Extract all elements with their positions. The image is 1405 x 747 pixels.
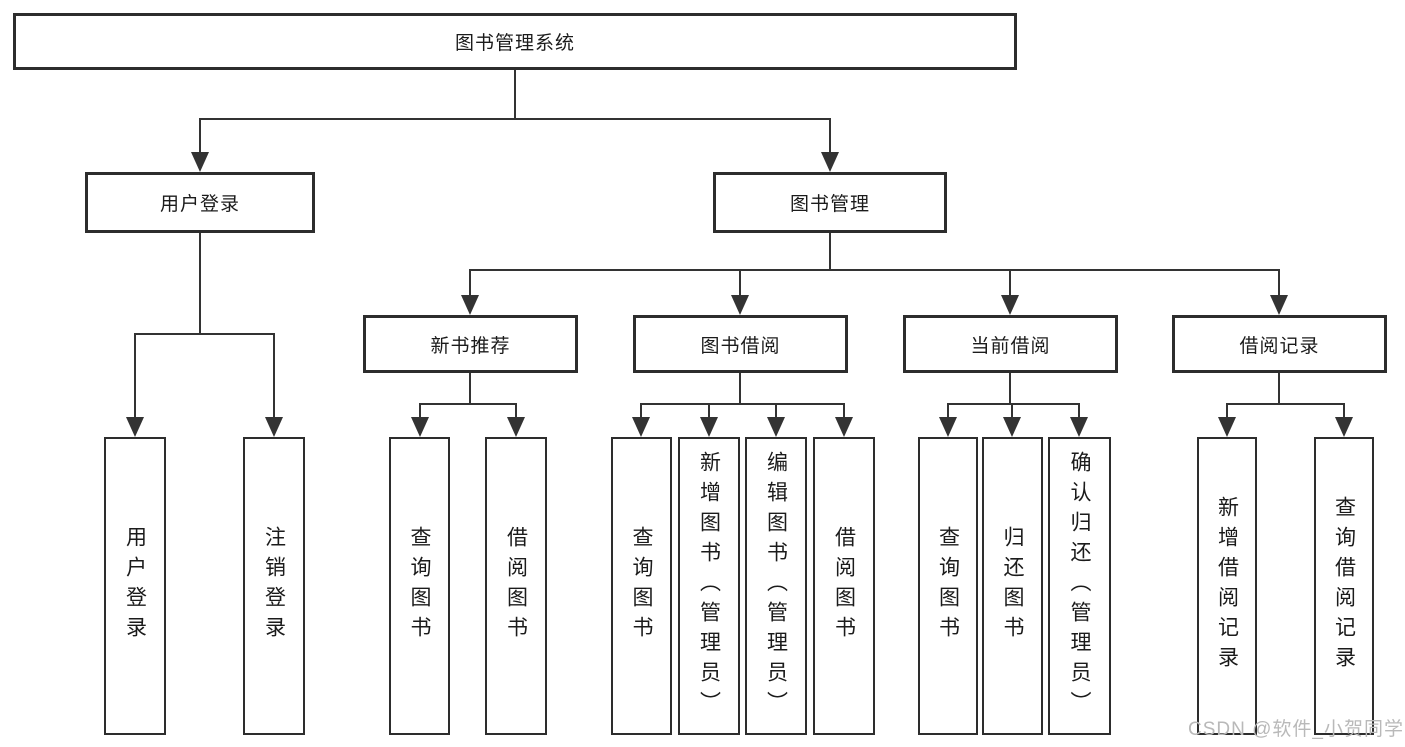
- leaf-logout: 注销登录: [243, 437, 305, 735]
- leaf-bookborrow-borrow-books: 借阅图书: [813, 437, 875, 735]
- arrowhead-bb-borrow: [835, 417, 853, 437]
- connector-drop-bb-edit: [775, 403, 777, 421]
- connector-newbook-stem: [469, 373, 471, 405]
- connector-root-stem: [514, 70, 516, 120]
- connector-drop-book-management: [829, 118, 831, 154]
- node-library-management-system: 图书管理系统: [13, 13, 1017, 70]
- arrowhead-cb-return: [1003, 417, 1021, 437]
- leaf-newbookrec-borrow-books: 借阅图书: [485, 437, 547, 735]
- leaf-bookborrow-query-books: 查询图书: [611, 437, 672, 735]
- arrowhead-user-login: [191, 152, 209, 172]
- arrowhead-nb-query: [411, 417, 429, 437]
- connector-bookborrow-bar: [640, 403, 845, 405]
- node-book-borrow: 图书借阅: [633, 315, 848, 373]
- leaf-bookborrow-edit-books-admin: 编辑图书（管理员）: [745, 437, 807, 735]
- connector-drop-new-book: [469, 269, 471, 299]
- connector-drop-leaf-user-login: [134, 333, 136, 421]
- connector-drop-bb-borrow: [843, 403, 845, 421]
- connector-drop-nb-borrow: [515, 403, 517, 421]
- arrowhead-borrow-records: [1270, 295, 1288, 315]
- connector-drop-leaf-logout: [273, 333, 275, 421]
- connector-userlogin-stem: [199, 233, 201, 335]
- connector-root-bar: [199, 118, 831, 120]
- arrowhead-book-management: [821, 152, 839, 172]
- arrowhead-bb-edit: [767, 417, 785, 437]
- node-borrow-records: 借阅记录: [1172, 315, 1387, 373]
- connector-drop-bb-add: [708, 403, 710, 421]
- connector-drop-br-add: [1226, 403, 1228, 421]
- leaf-currentborrow-query-books: 查询图书: [918, 437, 978, 735]
- leaf-newbookrec-query-books: 查询图书: [389, 437, 450, 735]
- connector-drop-br-query: [1343, 403, 1345, 421]
- arrowhead-bb-query: [632, 417, 650, 437]
- leaf-bookborrow-add-books-admin: 新增图书（管理员）: [678, 437, 740, 735]
- arrowhead-book-borrow: [731, 295, 749, 315]
- arrowhead-br-query: [1335, 417, 1353, 437]
- connector-drop-cb-query: [947, 403, 949, 421]
- node-new-book-recommend: 新书推荐: [363, 315, 578, 373]
- connector-userlogin-bar: [134, 333, 275, 335]
- connector-currentborrow-stem: [1009, 373, 1011, 405]
- connector-newbook-bar: [419, 403, 517, 405]
- arrowhead-nb-borrow: [507, 417, 525, 437]
- connector-borrowrecords-bar: [1226, 403, 1345, 405]
- connector-drop-book-borrow: [739, 269, 741, 299]
- connector-drop-nb-query: [419, 403, 421, 421]
- leaf-currentborrow-confirm-return-admin: 确认归还（管理员）: [1048, 437, 1111, 735]
- connector-bookborrow-stem: [739, 373, 741, 405]
- connector-drop-cb-confirm: [1078, 403, 1080, 421]
- arrowhead-current-borrow: [1001, 295, 1019, 315]
- arrowhead-cb-query: [939, 417, 957, 437]
- connector-bookmgmt-stem: [829, 233, 831, 271]
- arrowhead-bb-add: [700, 417, 718, 437]
- node-current-borrow: 当前借阅: [903, 315, 1118, 373]
- connector-drop-current-borrow: [1009, 269, 1011, 299]
- leaf-user-login: 用户登录: [104, 437, 166, 735]
- arrowhead-new-book: [461, 295, 479, 315]
- node-book-management: 图书管理: [713, 172, 947, 233]
- arrowhead-br-add: [1218, 417, 1236, 437]
- connector-drop-borrow-records: [1278, 269, 1280, 299]
- arrowhead-leaf-logout: [265, 417, 283, 437]
- arrowhead-cb-confirm: [1070, 417, 1088, 437]
- connector-borrowrecords-stem: [1278, 373, 1280, 405]
- connector-drop-user-login: [199, 118, 201, 154]
- connector-drop-cb-return: [1011, 403, 1013, 421]
- leaf-records-query-borrow-record: 查询借阅记录: [1314, 437, 1374, 735]
- csdn-watermark: CSDN @软件_小贺同学: [1188, 719, 1404, 740]
- connector-currentborrow-bar: [947, 403, 1079, 405]
- connector-drop-bb-query: [640, 403, 642, 421]
- node-user-login: 用户登录: [85, 172, 315, 233]
- leaf-records-add-borrow-record: 新增借阅记录: [1197, 437, 1257, 735]
- connector-bookmgmt-bar: [469, 269, 1280, 271]
- arrowhead-leaf-user-login: [126, 417, 144, 437]
- leaf-currentborrow-return-books: 归还图书: [982, 437, 1043, 735]
